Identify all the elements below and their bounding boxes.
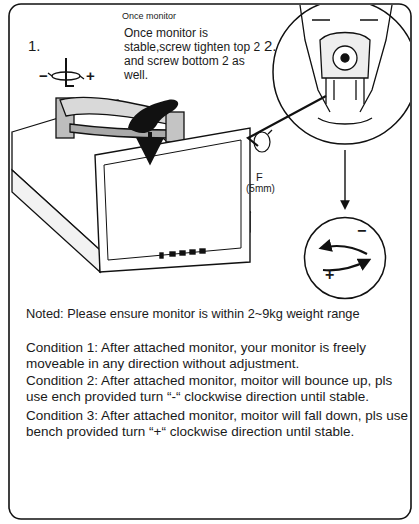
desk: [12, 100, 250, 272]
pointer-arrow: [344, 150, 345, 208]
zoom-detail: [273, 5, 410, 144]
step-number: 2.: [264, 37, 294, 55]
instruction-note: Once monitor is stable,screw tighten top…: [124, 26, 266, 82]
tool-size: (5mm): [246, 183, 296, 195]
step-number: 1.: [28, 37, 58, 55]
turn-arrow: [321, 246, 367, 254]
hex-key-5mm: [248, 96, 326, 152]
condition-note: Condition 1: After attached monitor, you…: [26, 340, 408, 373]
rotation-sign: +: [86, 67, 100, 84]
step-heading: Once monitor: [122, 11, 232, 22]
decrease-sign: −: [357, 222, 366, 240]
tool-label: F: [256, 171, 276, 183]
rotation-sign: −: [39, 67, 53, 84]
condition-note: Condition 3: After attached monitor, moi…: [26, 408, 408, 441]
circle-outline: [303, 216, 387, 300]
rotation-sign: +: [86, 67, 100, 84]
monitor: [95, 128, 250, 272]
rotation-sign: −: [39, 67, 53, 84]
condition-note: Condition 2: After attached monitor, moi…: [26, 373, 408, 406]
monitor-arm: [56, 97, 184, 142]
instruction-note: Once monitor is stable,screw tighten top…: [124, 26, 266, 82]
hand: [128, 100, 178, 160]
circle-border: [305, 218, 386, 299]
condition-note: Condition 3: After attached monitor, moi…: [26, 408, 408, 441]
tool-label: F: [256, 171, 276, 183]
step-heading: Once monitor: [122, 11, 232, 22]
increase-sign: +: [325, 266, 334, 284]
weight-note: Noted: Please ensure monitor is within 2…: [26, 306, 414, 322]
condition-note: Condition 1: After attached monitor, you…: [26, 340, 408, 373]
step-number: 1.: [28, 37, 58, 55]
adjust-direction-circle: −+: [303, 216, 387, 300]
step-number: 2.: [264, 37, 294, 55]
tool-size: (5mm): [246, 183, 296, 195]
condition-note: Condition 2: After attached monitor, moi…: [26, 373, 408, 406]
weight-note: Noted: Please ensure monitor is within 2…: [26, 306, 414, 322]
hex-key-icon: [48, 58, 84, 86]
